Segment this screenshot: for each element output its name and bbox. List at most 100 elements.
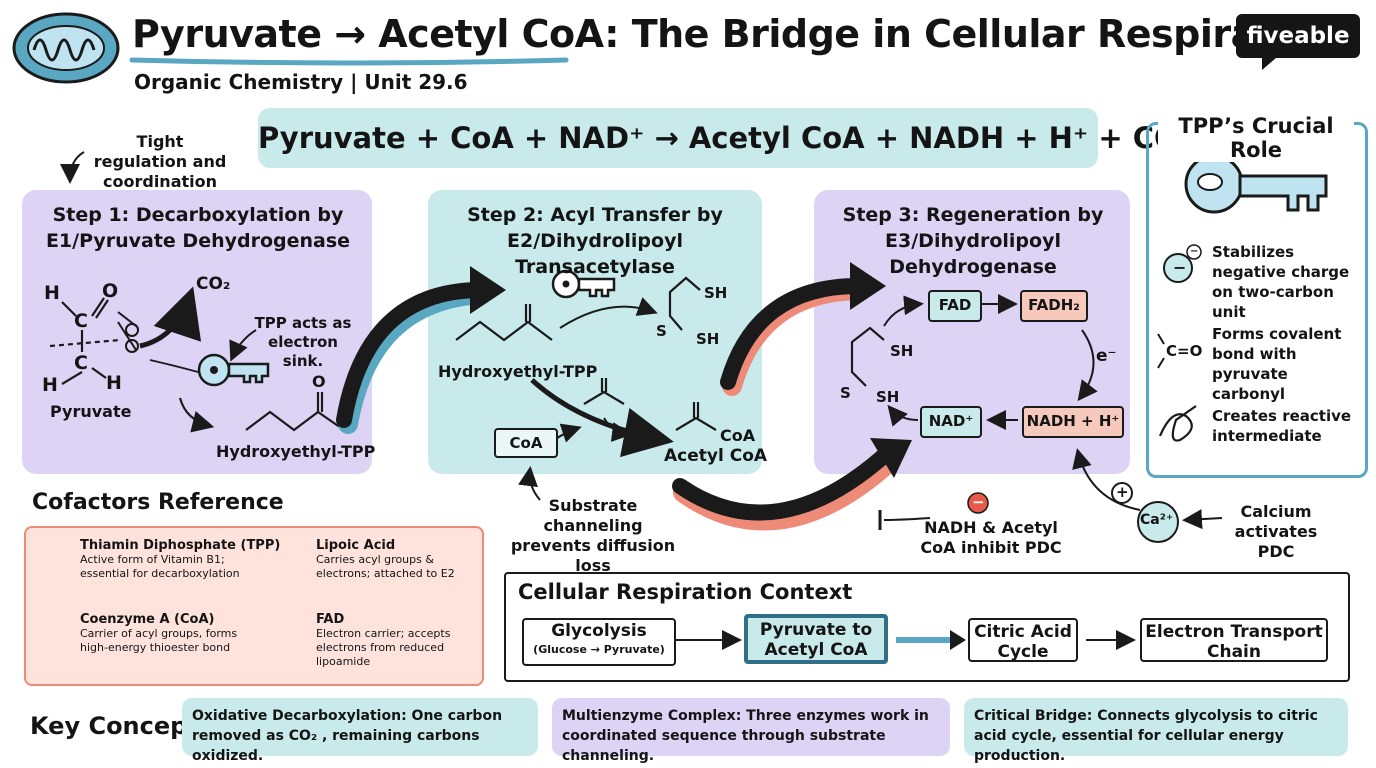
lipoamide-to-fad-arrow xyxy=(883,295,924,327)
cofactor-tpp: Thiamin Diphosphate (TPP) Active form of… xyxy=(80,538,281,581)
fad-chip: FAD xyxy=(928,290,982,322)
feedback-arrowhead xyxy=(870,438,912,478)
cofactor-name: FAD xyxy=(316,612,345,627)
regulation-note: Tight regulation and coordination xyxy=(93,132,227,191)
s-label-3: S xyxy=(840,384,851,402)
acetyl-coa-label: Acetyl CoA xyxy=(664,446,768,466)
cofactor-desc: Carrier of acyl groups, forms high-energ… xyxy=(80,627,238,654)
pyruvate-label: Pyruvate xyxy=(50,402,132,421)
cofactors-box xyxy=(24,526,484,686)
nad-to-lipoamide-arrow xyxy=(887,404,919,427)
acetyl-coa-arrow xyxy=(530,378,674,458)
lipoamide-structure-2 xyxy=(668,276,701,331)
title-underline xyxy=(129,57,569,66)
tpp-bond-line xyxy=(149,359,199,373)
step1-title: Step 1: Decarboxylation by E1/Pyruvate D… xyxy=(45,204,351,252)
transition-arrow-1 xyxy=(336,282,486,428)
hydroxyethyl-label-1: Hydroxyethyl-TPP xyxy=(216,442,376,461)
acyl-transfer-arrow xyxy=(559,297,658,329)
atom-c-alpha: C xyxy=(74,352,88,374)
transition-arrow-2 xyxy=(720,278,866,390)
step1-product-arrow xyxy=(178,397,215,433)
tpp-role-title: TPP’s Crucial Role xyxy=(1158,114,1354,162)
context-title: Cellular Respiration Context xyxy=(518,580,853,604)
tpp-note-arrow xyxy=(229,329,257,362)
negative-charge-glyph: − xyxy=(1173,258,1187,277)
transition-arrowhead-2 xyxy=(850,262,886,310)
stage-citric-acid-cycle: Citric Acid Cycle xyxy=(968,618,1078,662)
step3-title: Step 3: Regeneration by E3/Dihydrolipoyl… xyxy=(842,204,1104,278)
atom-c-carbonyl: C xyxy=(74,310,88,332)
key-concept-card-1: Oxidative Decarboxylation: One carbon re… xyxy=(182,698,538,764)
stage-label: Glycolysis xyxy=(551,621,647,641)
hydroxyethyl-label-2: Hydroxyethyl-TPP xyxy=(438,362,598,381)
negative-charge-small-glyph: − xyxy=(1190,246,1199,257)
coa-chip: CoA xyxy=(494,428,558,458)
electron-transfer-arrow xyxy=(1077,329,1098,402)
s-label: S xyxy=(656,322,667,340)
transition-arrowhead-1 xyxy=(470,266,506,314)
channeling-arrow xyxy=(518,466,541,501)
key-concept-card-3: Critical Bridge: Connects glycolysis to … xyxy=(964,698,1348,764)
coa-label: CoA xyxy=(720,426,756,445)
negative-charge-small-icon xyxy=(1186,244,1202,260)
acetyl-fragment xyxy=(583,378,625,405)
atom-o: O xyxy=(102,280,119,302)
regulation-arrow xyxy=(60,151,85,184)
cofactors-title: Cofactors Reference xyxy=(32,490,284,515)
cofactor-coa: Coenzyme A (CoA) Carrier of acyl groups,… xyxy=(80,612,252,655)
scissors-icon xyxy=(117,311,139,353)
key-concept-card-2: Multienzyme Complex: Three enzymes work … xyxy=(552,698,950,764)
page-subtitle: Organic Chemistry | Unit 29.6 xyxy=(134,70,468,94)
sh-label-bottom: SH xyxy=(696,330,720,348)
stage-sublabel: (Glucose → Pyruvate) xyxy=(533,643,665,656)
cofactor-desc: Carries acyl groups & electrons; attache… xyxy=(316,553,455,580)
calcium-activation-arrow xyxy=(1072,448,1141,511)
step2-title: Step 2: Acyl Transfer by E2/Dihydrolipoy… xyxy=(467,204,723,278)
overall-equation: Pyruvate + CoA + NAD⁺ → Acetyl CoA + NAD… xyxy=(258,108,1191,168)
calcium-note: Calcium activates PDC xyxy=(1234,502,1318,561)
activation-plus-icon xyxy=(1111,482,1133,504)
cofactor-desc: Electron carrier; accepts electrons from… xyxy=(316,627,451,668)
cofactor-name: Lipoic Acid xyxy=(316,538,396,553)
sh-label-3-bottom: SH xyxy=(876,388,900,406)
loop-arrow-icon xyxy=(1158,405,1197,442)
brand-logo[interactable]: fiveable xyxy=(1236,14,1360,58)
acetyl-coa-structure xyxy=(675,402,717,431)
flow-arrowhead-2 xyxy=(950,630,966,650)
fragment-arrow xyxy=(603,417,632,442)
sh-label-3-top: SH xyxy=(890,342,914,360)
cofactor-name: Thiamin Diphosphate (TPP) xyxy=(80,538,281,553)
stage-pyruvate-oxidation: Pyruvate to Acetyl CoA xyxy=(744,614,888,664)
page-title: Pyruvate → Acetyl CoA: The Bridge in Cel… xyxy=(132,12,1339,56)
calcium-ion-label: Ca²⁺ xyxy=(1140,512,1174,528)
carbonyl-bond-2 xyxy=(1157,357,1165,369)
hydroxyethyl-structure-2 xyxy=(455,304,553,342)
calcium-ion-icon xyxy=(1137,501,1179,543)
calcium-label-arrow xyxy=(1182,509,1223,530)
hydroxyethyl-structure-1 xyxy=(245,392,345,432)
nadh-chip: NADH + H⁺ xyxy=(1022,406,1124,438)
carbonyl-bond-1 xyxy=(1157,333,1165,345)
atom-h-left: H xyxy=(42,374,58,396)
mitochondrion-icon xyxy=(12,12,120,84)
activation-plus-label: + xyxy=(1116,483,1129,501)
atom-h-right: H xyxy=(106,372,122,394)
step2-panel xyxy=(428,190,762,474)
carbonyl-glyph: C=O xyxy=(1166,342,1203,360)
cofactor-lipoic: Lipoic Acid Carries acyl groups & electr… xyxy=(316,538,474,581)
electron-label: e⁻ xyxy=(1096,346,1117,366)
co2-label: CO₂ xyxy=(196,274,231,294)
sh-label-top: SH xyxy=(704,284,728,302)
inhibition-note: NADH & Acetyl CoA inhibit PDC xyxy=(920,518,1062,557)
lipoamide-structure-3 xyxy=(850,326,885,387)
tpp-role-item-2: Forms covalent bond with pyruvate carbon… xyxy=(1212,325,1342,403)
fadh2-chip: FADH₂ xyxy=(1020,290,1088,322)
inhibition-minus-label: − xyxy=(972,493,985,511)
context-box xyxy=(504,572,1350,682)
key-concept-label: Key Concept xyxy=(30,712,199,740)
stage-glycolysis: Glycolysis (Glucose → Pyruvate) xyxy=(522,618,676,666)
tpp-role-item-3: Creates reactive intermediate xyxy=(1212,407,1352,445)
inhibition-minus-icon xyxy=(967,492,989,514)
atom-o-product: O xyxy=(312,372,326,391)
